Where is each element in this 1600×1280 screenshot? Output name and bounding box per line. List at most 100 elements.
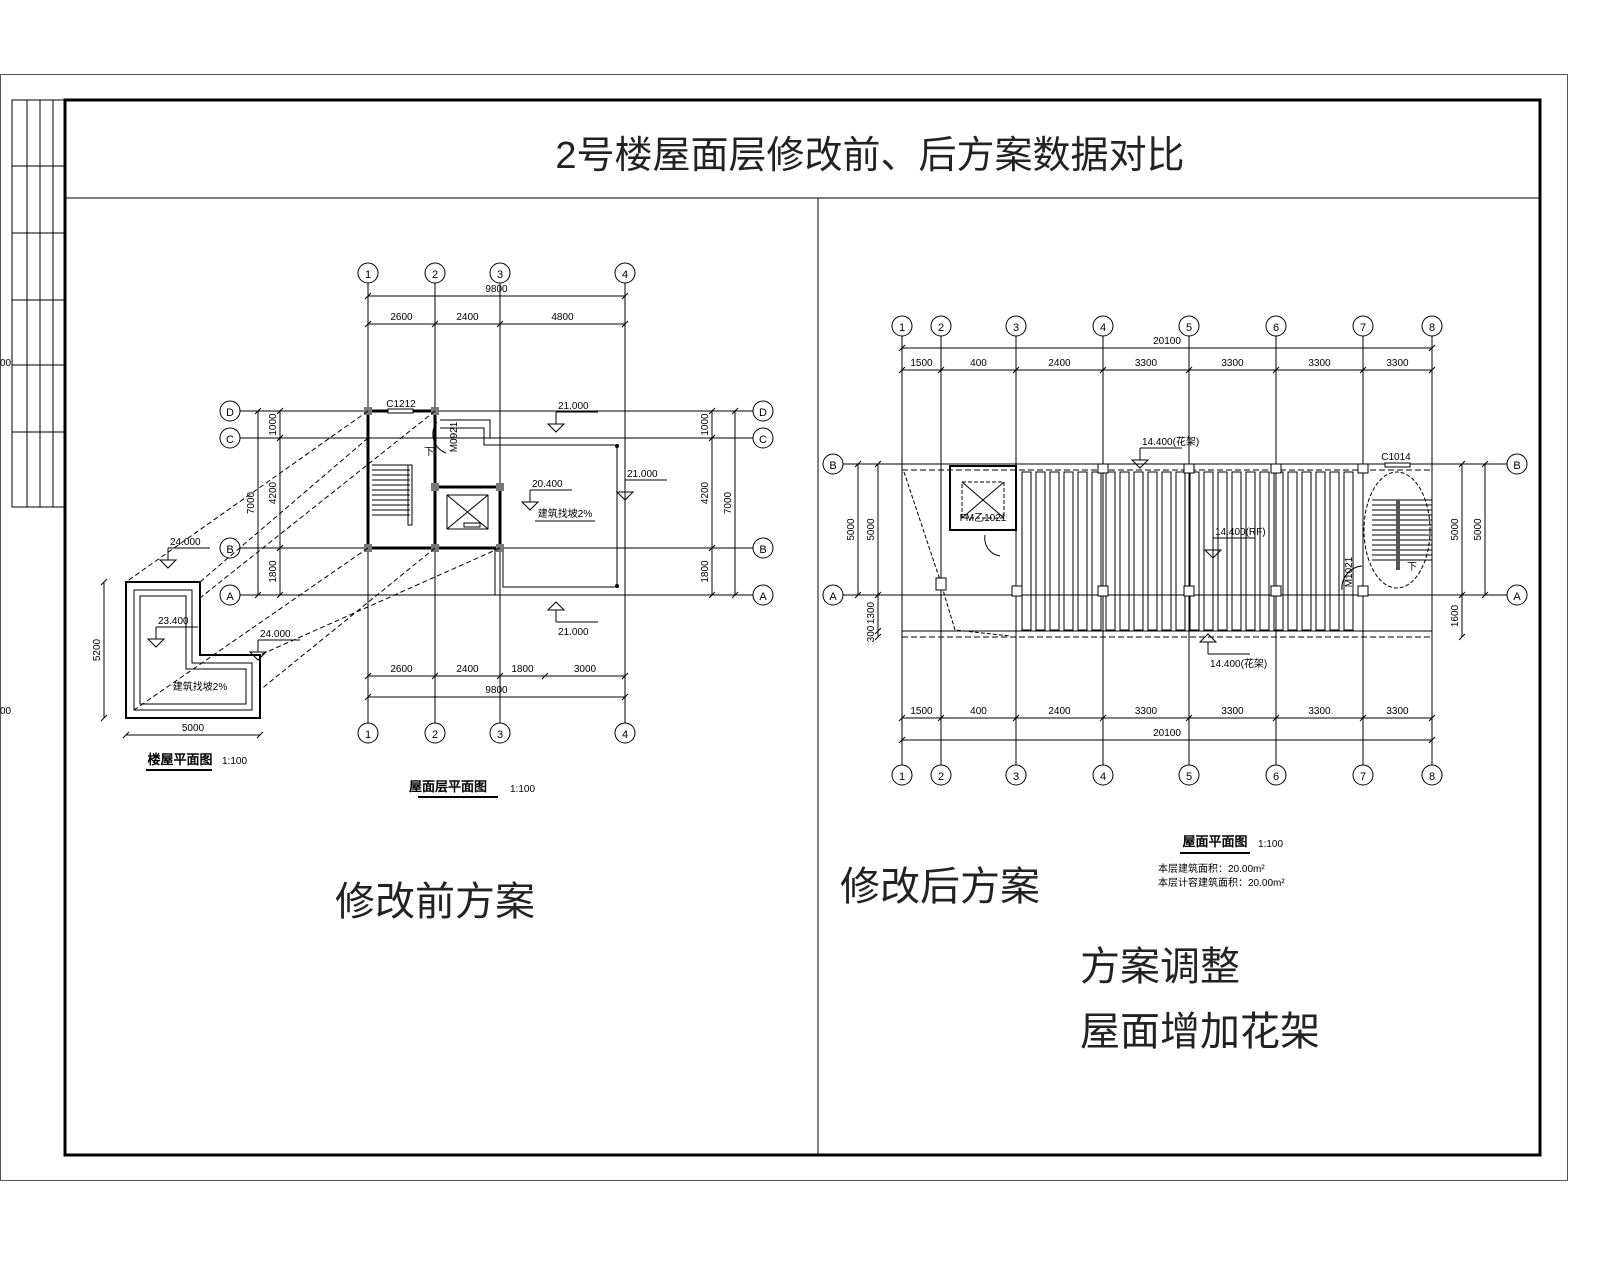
grid-bubble [822,584,844,606]
grid-bubble [1092,764,1114,786]
pergola-slat [1301,471,1312,631]
dim-tick [1012,714,1020,722]
dimension-text: 2400 [1048,706,1071,717]
sub-plan-title: 楼屋平面图 [147,752,212,767]
dimension-text: 3300 [1386,706,1409,717]
grid-label: B [829,460,836,472]
before-caption: 修改前方案 [335,880,535,924]
dimension-text: 5000 [846,518,857,541]
dim-tick [276,591,284,599]
window-label: C1014 [1381,452,1411,463]
grid-bubble [891,315,913,337]
dimension-text: 4800 [551,312,574,323]
grid-bubble [1352,315,1374,337]
plan-scale: 1:100 [510,784,535,795]
pergola-slat [1343,471,1354,631]
grid-bubble [930,764,952,786]
pergola-slat [1259,471,1270,631]
column [1357,463,1369,474]
grid-label: 5 [1186,322,1192,334]
dim-tick [1272,366,1280,374]
elevation-text: 21.000 [558,401,589,412]
dim-tick [541,672,549,680]
dim-tick [621,672,629,680]
pergola-slat [1035,471,1046,631]
column [1357,585,1369,597]
plan-scale: 1:100 [1258,839,1283,850]
dim-tick [621,292,629,300]
dim-tick [898,736,906,744]
window-label: C1212 [386,399,416,410]
dim-tick [1359,366,1367,374]
elevator-door [463,522,481,528]
grid-bubble [424,722,446,744]
grid-bubble [1506,453,1528,475]
grid-label: C [226,434,234,446]
grid-bubble [1352,764,1374,786]
elevator-shaft [446,494,489,530]
pergola-slat [1133,471,1144,631]
stair-down-label: 下 [1407,562,1417,573]
dimension-text: 2400 [456,312,479,323]
dimension-text: 7000 [723,491,734,514]
grid-bubble [1178,764,1200,786]
dimension-text: 3300 [1221,358,1244,369]
pergola-slat [1273,471,1284,631]
dim-tick [1099,714,1107,722]
elevation-marker-icon [520,501,540,511]
fire-door-label: FM乙1021 [960,512,1007,524]
dimension-text: 1000 [268,413,279,436]
dim-tick [1458,633,1466,641]
dimension-text: 9800 [485,685,508,696]
stair-handrail [1396,500,1400,570]
pergola-slat [1077,471,1088,631]
dimension-text: 20100 [1153,336,1181,347]
slope-note: 建筑找坡2% [538,507,593,520]
dimension-text: 1800 [511,664,534,675]
grid-bubble [752,400,774,422]
dim-tick [708,434,716,442]
grid-label: 1 [365,269,371,281]
pergola-slat [1189,471,1200,631]
dimension-text: 4200 [700,481,711,504]
dimension-text: 3300 [1135,358,1158,369]
dim-tick [431,320,439,328]
dimension-text: 4200 [268,481,279,504]
grid-label: 3 [1013,771,1019,783]
grid-label: C [759,434,767,446]
area-note: 本层计容建筑面积：20.00m² [1158,876,1285,889]
dimension-text: 1800 [268,560,279,583]
dimension-text: 1000 [700,413,711,436]
dimension-text: 2400 [456,664,479,675]
grid-label: 8 [1429,771,1435,783]
dimension-text: 2400 [1048,358,1071,369]
dim-tick [364,693,372,701]
dim-tick [276,407,284,415]
grid-label: A [829,591,837,603]
elevation-text: 23.400 [158,616,189,627]
grid-bubble [1421,764,1443,786]
pergola-slat [1105,471,1116,631]
grid-bubble [1421,315,1443,337]
dimension-text: 1500 [910,706,933,717]
grid-bubble [1265,764,1287,786]
dim-tick [256,731,264,739]
dim-tick [731,407,739,415]
pergola-slat [1063,471,1074,631]
dim-tick [364,320,372,328]
column [1011,585,1023,597]
elevator-wall [433,485,502,550]
dim-tick [854,591,862,599]
grid-bubble [752,427,774,449]
grid-label: 1 [899,771,905,783]
elevation-marker-icon [146,638,166,648]
projection-line [125,410,369,583]
grid-label: 4 [622,729,628,741]
grid-bubble [219,427,241,449]
elevation-text: 21.000 [558,627,589,638]
grid-bubble [424,262,446,284]
pergola-slat [1175,471,1186,631]
column [496,483,504,491]
